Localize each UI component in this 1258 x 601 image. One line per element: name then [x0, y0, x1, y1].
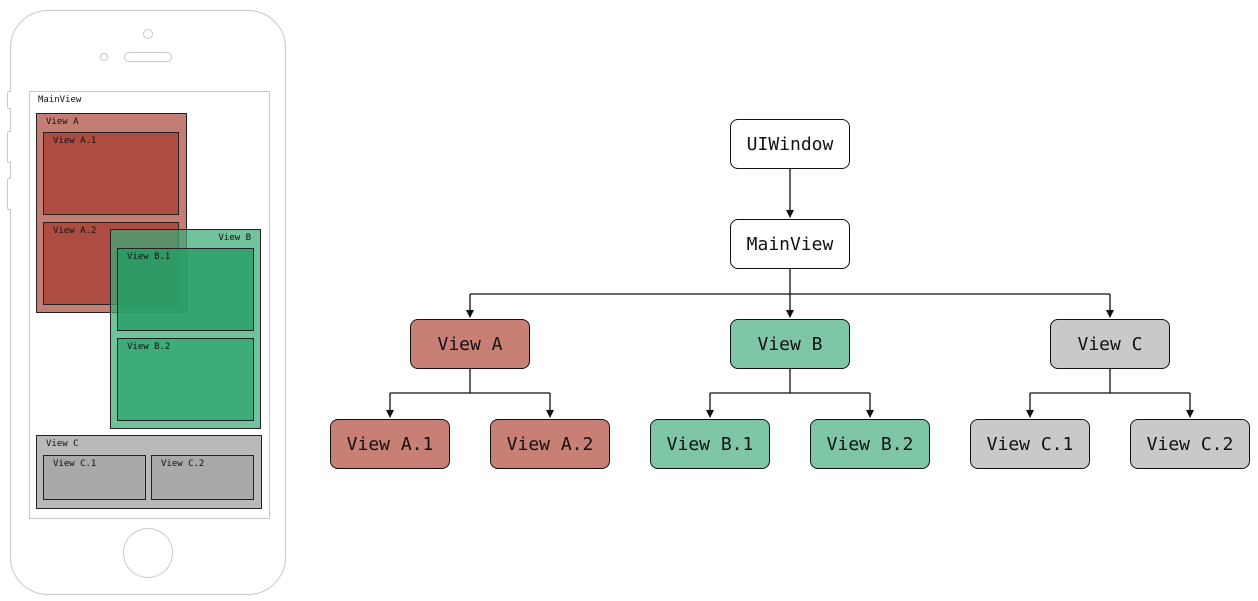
- mute-switch: [7, 91, 11, 109]
- camera-icon: [143, 29, 153, 39]
- view-c-label: View C: [46, 439, 79, 449]
- phone-view-c1: View C.1: [43, 455, 146, 500]
- node-view-c1: View C.1: [970, 419, 1090, 469]
- node-view-a: View A: [410, 319, 530, 369]
- view-a1-label: View A.1: [53, 136, 97, 146]
- phone-view-b2: View B.2: [117, 338, 254, 421]
- volume-down-button: [7, 178, 11, 210]
- node-view-a2: View A.2: [490, 419, 610, 469]
- node-view-a1: View A.1: [330, 419, 450, 469]
- phone-view-b1: View B.1: [117, 248, 254, 331]
- node-view-c: View C: [1050, 319, 1170, 369]
- view-c2-label: View C.2: [161, 459, 205, 469]
- node-mainview: MainView: [730, 219, 850, 269]
- sensor-icon: [100, 53, 108, 61]
- node-view-c2: View C.2: [1130, 419, 1250, 469]
- node-view-b1: View B.1: [650, 419, 770, 469]
- node-view-b: View B: [730, 319, 850, 369]
- view-b2-label: View B.2: [127, 342, 171, 352]
- phone-view-c2: View C.2: [151, 455, 254, 500]
- phone-view-a1: View A.1: [43, 132, 179, 215]
- node-uiwindow: UIWindow: [730, 119, 850, 169]
- view-a2-label: View A.2: [53, 226, 97, 236]
- node-view-b2: View B.2: [810, 419, 930, 469]
- view-a-label: View A: [46, 117, 79, 127]
- speaker-icon: [124, 52, 172, 62]
- home-button[interactable]: [123, 528, 173, 578]
- volume-up-button: [7, 131, 11, 163]
- mainview-label: MainView: [38, 95, 82, 105]
- view-b1-label: View B.1: [127, 252, 171, 262]
- view-c1-label: View C.1: [53, 459, 97, 469]
- view-b-label: View B: [218, 233, 251, 243]
